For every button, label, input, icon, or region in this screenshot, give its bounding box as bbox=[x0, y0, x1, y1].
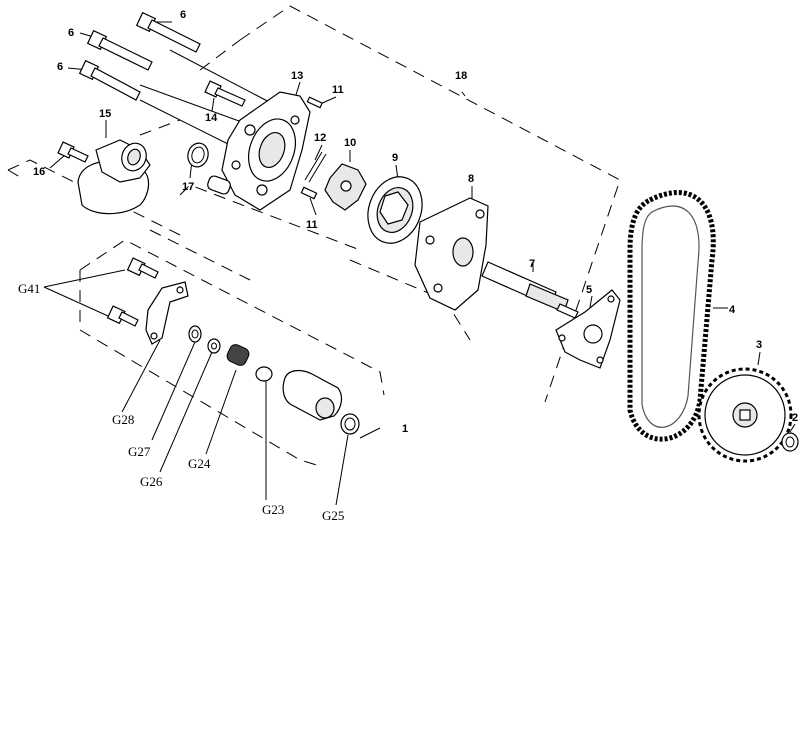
bolt-6-lower bbox=[78, 59, 141, 101]
callout-10: 10 bbox=[344, 137, 356, 149]
bracket-g28 bbox=[145, 281, 189, 345]
assembly-outline-18 bbox=[7, 5, 621, 403]
callout-11-lower: 11 bbox=[306, 219, 318, 231]
inner-rotor-10 bbox=[324, 163, 367, 211]
callout-11-upper: 11 bbox=[332, 84, 344, 96]
pin-11-upper bbox=[306, 96, 323, 109]
sprocket-3 bbox=[697, 367, 793, 463]
plunger-g23 bbox=[255, 366, 273, 382]
callout-13: 13 bbox=[291, 70, 303, 82]
bolt-16 bbox=[57, 141, 89, 163]
pin-11-lower bbox=[300, 186, 318, 200]
callout-14: 14 bbox=[205, 112, 218, 124]
callout-g27: G27 bbox=[128, 444, 151, 459]
callout-8: 8 bbox=[468, 173, 474, 185]
drive-plate-5 bbox=[555, 289, 621, 369]
pump-shaft-7 bbox=[481, 261, 579, 319]
washer-g26 bbox=[207, 338, 221, 354]
callout-6-middle: 6 bbox=[68, 27, 74, 39]
valve-body-g25 bbox=[282, 369, 360, 435]
bolt-g41-lower bbox=[106, 305, 139, 327]
callout-9: 9 bbox=[392, 152, 398, 164]
callout-18: 18 bbox=[455, 70, 467, 82]
callout-12: 12 bbox=[314, 132, 326, 144]
pin-12 bbox=[304, 151, 327, 183]
callout-7: 7 bbox=[529, 258, 535, 270]
callout-g26: G26 bbox=[140, 474, 163, 489]
drive-chain-4 bbox=[627, 190, 716, 442]
o-ring-17 bbox=[187, 142, 209, 168]
bolt-g41-upper bbox=[126, 257, 159, 279]
spring-g24 bbox=[226, 344, 250, 366]
bolt-6-middle bbox=[86, 29, 153, 71]
callout-g25: G25 bbox=[322, 508, 344, 523]
callout-g28: G28 bbox=[112, 412, 134, 427]
pump-cover-8 bbox=[414, 197, 489, 311]
callout-labels: 1 2 3 4 5 6 6 6 7 8 9 10 11 11 12 13 14 … bbox=[18, 9, 798, 523]
outer-rotor-9 bbox=[367, 176, 423, 244]
bolt-6-top bbox=[135, 11, 201, 53]
callout-5: 5 bbox=[586, 284, 592, 296]
bolt-14 bbox=[204, 80, 246, 107]
leader-lines bbox=[43, 21, 796, 506]
callout-1: 1 bbox=[402, 423, 408, 435]
callout-g23: G23 bbox=[262, 502, 284, 517]
callout-g41: G41 bbox=[18, 281, 40, 296]
callout-6-lower: 6 bbox=[57, 61, 63, 73]
circlip-g27 bbox=[188, 325, 202, 343]
callout-3: 3 bbox=[756, 339, 762, 351]
callout-15: 15 bbox=[99, 108, 111, 120]
callout-4: 4 bbox=[729, 304, 736, 316]
pump-body-13 bbox=[207, 91, 311, 211]
callout-g24: G24 bbox=[188, 456, 211, 471]
oil-strainer-15 bbox=[77, 139, 151, 215]
circlip-2 bbox=[781, 432, 799, 452]
callout-16: 16 bbox=[33, 166, 45, 178]
callout-2: 2 bbox=[792, 412, 798, 424]
callout-17: 17 bbox=[182, 181, 194, 193]
callout-6-top: 6 bbox=[180, 9, 186, 21]
